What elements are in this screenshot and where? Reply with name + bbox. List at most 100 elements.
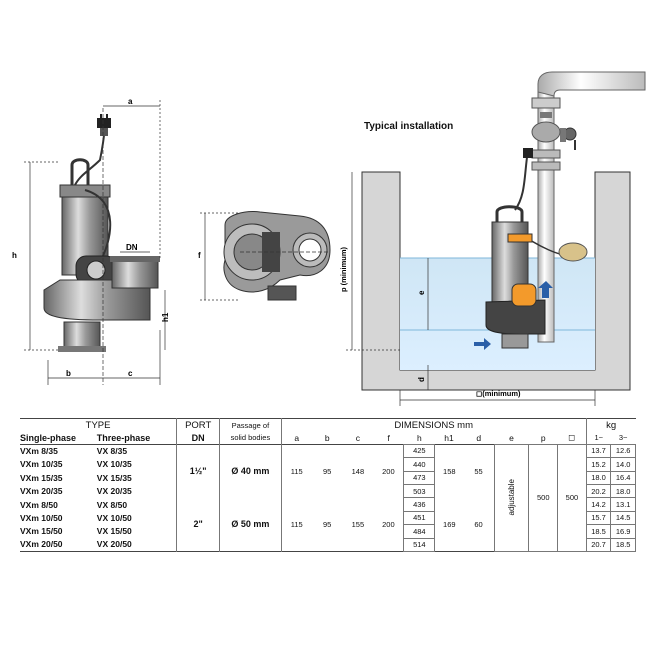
row-kg3: 12.6 [610, 443, 636, 459]
header-dimensions: DIMENSIONS mm [280, 418, 587, 432]
row-h: 484 [403, 524, 436, 539]
row-three: VX 10/50 [96, 512, 132, 523]
row-single: VXm 10/50 [20, 512, 63, 523]
row-kg1: 20.7 [585, 537, 612, 552]
row-kg3: 18.0 [610, 483, 636, 499]
group2-b: 95 [323, 519, 332, 529]
pump-top-view: f [198, 211, 331, 301]
row-kg1: 20.2 [585, 483, 612, 499]
row-kg3: 13.1 [610, 497, 636, 512]
row-single: VXm 10/35 [20, 459, 63, 470]
row-kg3: 18.5 [610, 537, 636, 552]
table-row: VXm 15/35 VX 15/35 473 18.0 16.4 [20, 470, 636, 485]
row-single: VXm 15/50 [20, 526, 63, 537]
shared-square: 500 [557, 443, 587, 552]
group1-h1: 158 [443, 466, 456, 476]
row-three: VX 20/50 [96, 539, 132, 550]
header-passage: Passage of [219, 418, 282, 432]
row-h: 473 [403, 470, 436, 485]
group1-port: 1½" [176, 444, 220, 498]
row-h: 503 [403, 483, 436, 499]
row-single: VXm 8/35 [20, 446, 58, 457]
row-three: VX 20/35 [96, 486, 132, 497]
spec-table: TYPE PORT Passage of DIMENSIONS mm kg Si… [20, 418, 636, 552]
header-col-a: a [280, 431, 312, 445]
dim-a: a [128, 97, 133, 106]
table-row: VXm 15/50 VX 15/50 484 18.5 16.9 [20, 524, 636, 539]
row-kg3: 14.0 [610, 457, 636, 472]
dim-e: e [417, 290, 426, 295]
group1-c: 148 [351, 466, 365, 476]
header-col-p: p [540, 432, 546, 443]
header-kg-3: 3~ [618, 433, 628, 443]
dim-dn: DN [126, 243, 138, 252]
dim-p: p (minimum) [339, 247, 348, 292]
installation-diagram: p (minimum) e d ◻(minimum) [339, 71, 646, 406]
header-kg: kg [585, 418, 636, 432]
row-kg3: 16.4 [610, 470, 636, 485]
header-dn: DN [176, 431, 220, 445]
row-kg1: 18.5 [585, 524, 612, 539]
row-three: VX 8/50 [96, 499, 128, 510]
row-kg3: 14.5 [610, 510, 636, 526]
table-row: VXm 8/50 VX 8/50 2" Ø 50 mm 115 95 155 2… [20, 497, 636, 552]
row-three: VX 8/35 [96, 446, 128, 457]
group2-c: 155 [351, 519, 365, 529]
row-kg1: 13.7 [585, 443, 612, 459]
dim-h: h [12, 251, 17, 260]
header-col-h1: h1 [444, 432, 454, 443]
group2-d: 60 [474, 519, 483, 529]
row-h: 440 [403, 457, 436, 472]
technical-drawings: a h h1 DN b c f [12, 71, 646, 406]
header-single-phase: Single-phase [20, 432, 77, 443]
group2-f: 200 [382, 519, 395, 529]
row-single: VXm 8/50 [20, 499, 58, 510]
row-kg1: 15.2 [585, 457, 612, 472]
row-single: VXm 20/35 [20, 486, 63, 497]
header-type: TYPE [85, 419, 111, 431]
dim-h1: h1 [161, 312, 170, 322]
table-row: VXm 8/35 VX 8/35 1½" Ø 40 mm 115 95 148 … [20, 443, 636, 552]
row-single: VXm 15/35 [20, 472, 63, 483]
row-kg3: 16.9 [610, 524, 636, 539]
header-col-d: d [476, 432, 482, 443]
group1-passage: Ø 40 mm [219, 444, 282, 498]
group2-port: 2" [176, 497, 220, 552]
pump-side-view: a h h1 DN b c [12, 97, 170, 385]
installation-title: Typical installation [364, 121, 454, 132]
table-row: VXm 20/35 VX 20/35 503 20.2 18.0 [20, 483, 636, 499]
group1-f: 200 [382, 466, 395, 476]
header-col-h: h [416, 432, 422, 443]
header-col-c: c [355, 432, 361, 443]
shared-e: adjustable [493, 443, 530, 552]
row-h: 436 [403, 497, 436, 512]
group1-b: 95 [323, 466, 332, 476]
group2-passage: Ø 50 mm [219, 497, 282, 552]
row-kg1: 14.2 [585, 497, 612, 512]
row-three: VX 15/50 [96, 526, 132, 537]
header-three-phase: Three-phase [96, 432, 151, 443]
row-kg1: 18.0 [585, 470, 612, 485]
dim-square: ◻(minimum) [476, 389, 521, 398]
dim-b: b [66, 369, 71, 378]
row-h: 451 [403, 510, 436, 526]
row-h: 425 [403, 443, 436, 459]
group1-a: 115 [280, 444, 312, 498]
header-passage-2: solid bodies [219, 431, 282, 445]
row-three: VX 15/35 [96, 472, 132, 483]
row-h: 514 [403, 537, 436, 552]
dim-d: d [417, 377, 426, 382]
table-row: VXm 10/35 VX 10/35 440 15.2 14.0 [20, 457, 636, 472]
header-col-f: f [387, 432, 390, 443]
group2-a: 115 [280, 497, 312, 552]
group2-h1: 169 [443, 519, 456, 529]
shared-e-text: adjustable [507, 478, 516, 516]
header-col-e: e [509, 432, 514, 443]
header-kg-1: 1~ [585, 431, 611, 445]
row-three: VX 10/35 [96, 459, 132, 470]
row-kg1: 15.7 [585, 510, 612, 526]
header-port: PORT [176, 418, 220, 432]
dim-f: f [198, 251, 201, 260]
dim-c: c [128, 369, 133, 378]
header-col-b: b [324, 432, 330, 443]
